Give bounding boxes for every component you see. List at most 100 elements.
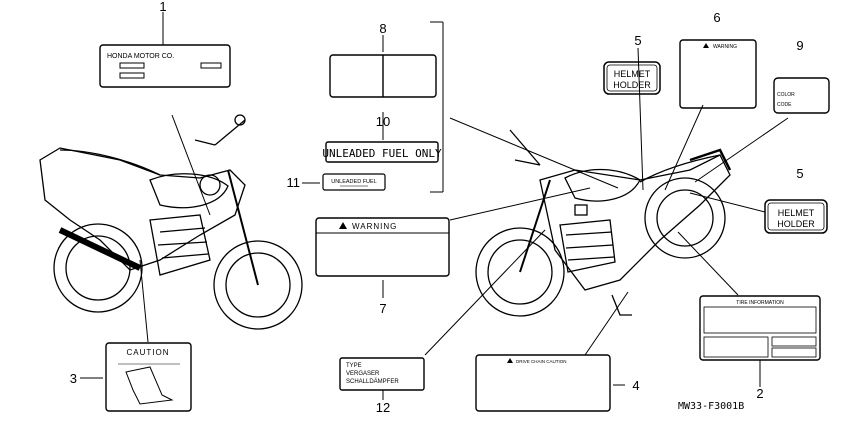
handlebar-right bbox=[509, 129, 541, 166]
callout-7: 7 bbox=[379, 301, 386, 316]
engine-right bbox=[559, 219, 616, 273]
unleaded-large-text: UNLEADED FUEL ONLY bbox=[322, 147, 442, 160]
rear-wheel-left bbox=[53, 223, 143, 313]
unleaded-small-text: UNLEADED FUEL bbox=[331, 179, 377, 185]
helmet-b-inner bbox=[767, 202, 825, 231]
leader-2 bbox=[677, 231, 739, 296]
leader-bracket bbox=[449, 117, 619, 189]
leader-12 bbox=[424, 229, 546, 356]
tire-info-box-2 bbox=[703, 336, 769, 358]
unleaded-large-frame bbox=[325, 141, 439, 163]
rear-wheel-right bbox=[644, 177, 726, 259]
tail-rack-right bbox=[689, 148, 732, 171]
callout-11: 11 bbox=[287, 175, 301, 190]
caution-illustration bbox=[125, 366, 174, 405]
label-9-color-code: COLOR CODE bbox=[773, 77, 830, 114]
helmet-b-line2: HOLDER bbox=[777, 219, 815, 229]
helmet-a-line2: HOLDER bbox=[613, 80, 651, 90]
fuel-tank-left bbox=[149, 173, 229, 209]
label-4-drive-chain: DRIVE CHAIN CAUTION bbox=[475, 354, 611, 412]
label-5a-helmet-holder: HELMET HOLDER bbox=[603, 61, 661, 95]
callout-10: 10 bbox=[376, 114, 390, 129]
callout-2: 2 bbox=[756, 386, 763, 401]
motorcycle-left bbox=[39, 114, 303, 330]
motorcycle-right bbox=[475, 129, 732, 317]
handlebar-left bbox=[194, 119, 246, 146]
reflector-right bbox=[574, 204, 588, 216]
plate-field-3 bbox=[200, 62, 222, 69]
helmet-a-frame bbox=[603, 61, 661, 95]
callout-8: 8 bbox=[379, 21, 386, 36]
callout-6: 6 bbox=[713, 10, 720, 25]
tire-info-box-1 bbox=[703, 306, 817, 334]
tire-info-text: TIRE INFORMATION bbox=[736, 300, 784, 306]
callout-numbers: 1 2 3 4 5 5 6 7 8 9 10 11 12 bbox=[70, 0, 804, 415]
callout-9: 9 bbox=[796, 38, 803, 53]
leader-9 bbox=[694, 117, 789, 183]
plate-field-2 bbox=[119, 72, 145, 79]
warning-small-frame bbox=[679, 39, 757, 109]
fuel-tank-right bbox=[564, 168, 641, 202]
engine-left bbox=[149, 214, 211, 276]
warning-large-text: WARNING bbox=[352, 222, 397, 231]
drive-chain-triangle-icon bbox=[507, 358, 513, 363]
engine-fins-right bbox=[565, 231, 615, 261]
rear-wheel-rim-left bbox=[65, 235, 131, 301]
drive-chain-frame bbox=[475, 354, 611, 412]
engine-fins-left bbox=[157, 227, 209, 259]
exhaust-left bbox=[58, 227, 142, 271]
label-3-caution: CAUTION bbox=[105, 342, 192, 412]
label-12-type: TYPE VERGASER SCHALLDÄMPFER bbox=[339, 357, 425, 391]
tire-info-box-4 bbox=[771, 347, 817, 358]
label-5b-helmet-holder: HELMET HOLDER bbox=[764, 199, 828, 234]
leader-4 bbox=[584, 291, 629, 356]
seat-right bbox=[639, 154, 721, 183]
type-line2: VERGASER bbox=[346, 371, 380, 377]
drive-chain-text: DRIVE CHAIN CAUTION bbox=[516, 359, 567, 364]
front-fork-right bbox=[519, 179, 551, 273]
callout-3: 3 bbox=[70, 371, 77, 386]
callout-1: 1 bbox=[159, 0, 166, 14]
label-11-unleaded-small: UNLEADED FUEL bbox=[322, 173, 386, 191]
unleaded-small-frame bbox=[322, 173, 386, 191]
warning-large-frame bbox=[315, 217, 450, 277]
caution-frame bbox=[105, 342, 192, 412]
leader-1 bbox=[171, 114, 211, 216]
color-code-frame bbox=[773, 77, 830, 114]
label-6-warning-small: WARNING bbox=[679, 39, 757, 109]
label-8-panel bbox=[329, 54, 437, 98]
helmet-a-line1: HELMET bbox=[614, 69, 651, 79]
body-outline-left bbox=[39, 147, 246, 271]
label-2-tire-info: TIRE INFORMATION bbox=[699, 295, 821, 361]
label-10-unleaded-large: UNLEADED FUEL ONLY bbox=[322, 141, 442, 163]
warning-small-triangle-icon bbox=[703, 43, 709, 48]
callout-5a: 5 bbox=[634, 33, 641, 48]
code-text: CODE bbox=[777, 102, 792, 108]
front-wheel-right bbox=[475, 227, 565, 317]
helmet-a-inner bbox=[606, 64, 658, 92]
leader-6 bbox=[664, 104, 704, 191]
type-line3: SCHALLDÄMPFER bbox=[346, 378, 399, 385]
caution-text: CAUTION bbox=[127, 348, 170, 357]
leader-7 bbox=[449, 187, 591, 221]
tire-info-box-3 bbox=[771, 336, 817, 347]
rear-wheel-rim-right bbox=[656, 189, 714, 247]
callout-5b: 5 bbox=[796, 166, 803, 181]
mirror-left bbox=[234, 114, 246, 126]
body-outline-right bbox=[539, 154, 731, 291]
leader-5b bbox=[689, 192, 766, 213]
warning-triangle-icon bbox=[339, 222, 347, 229]
part-code: MW33-F3001B bbox=[678, 401, 744, 412]
helmet-b-frame bbox=[764, 199, 828, 234]
kickstand-right bbox=[611, 294, 632, 316]
leader-lines bbox=[80, 12, 789, 400]
type-frame bbox=[339, 357, 425, 391]
label-1-honda-plate: HONDA MOTOR CO. bbox=[99, 44, 231, 88]
leader-3 bbox=[139, 259, 149, 343]
label-7-warning-large: WARNING bbox=[315, 217, 450, 277]
honda-motor-text: HONDA MOTOR CO. bbox=[107, 53, 174, 60]
front-wheel-rim-left bbox=[225, 252, 291, 318]
color-text: COLOR bbox=[777, 92, 795, 98]
type-line1: TYPE bbox=[346, 363, 362, 369]
